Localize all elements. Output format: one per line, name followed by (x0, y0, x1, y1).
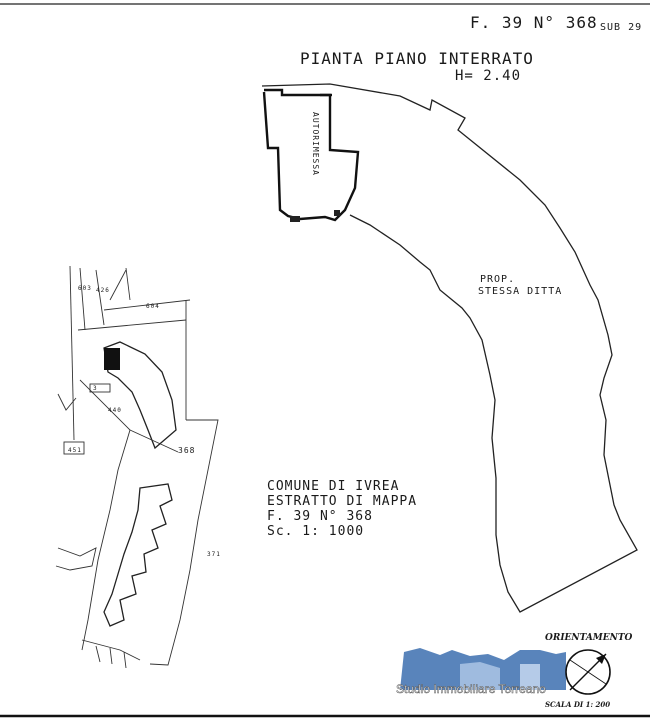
door-mark-2 (334, 210, 340, 216)
parcel-label: 426 (96, 287, 110, 294)
parcel-label: 3 (93, 385, 98, 392)
owner-label-2: STESSA DITTA (478, 286, 562, 297)
compass-icon (565, 649, 611, 695)
extract-line-4: Sc. 1: 1000 (267, 524, 364, 539)
owner-label-1: PROP. (480, 274, 515, 285)
header-reference: F. 39 N° 368 (470, 13, 598, 32)
cadastral-map (55, 265, 219, 669)
scale-label: SCALA DI 1: 200 (545, 700, 610, 709)
plan-title: PIANTA PIANO INTERRATO (300, 49, 534, 68)
header-sub: SUB 29 (600, 22, 642, 33)
property-outline (261, 83, 638, 613)
room-label: AUTORIMESSA (311, 112, 320, 176)
parcel-label: 603 (78, 285, 92, 292)
extract-line-2: ESTRATTO DI MAPPA (267, 494, 417, 509)
parcel-main-label: 368 (178, 446, 195, 455)
watermark-logo (400, 648, 566, 690)
parcel-label: 451 (68, 447, 82, 454)
garage-outline (262, 88, 360, 222)
door-mark (290, 216, 300, 222)
orientation-label: ORIENTAMENTO (545, 633, 633, 643)
parcel-small-label: 371 (207, 551, 221, 558)
highlighted-parcel (104, 348, 120, 370)
extract-line-3: F. 39 N° 368 (267, 509, 373, 524)
watermark-text: Studio Immobiliare Torreano (396, 682, 546, 696)
parcel-label: 440 (108, 407, 122, 414)
extract-line-1: COMUNE DI IVREA (267, 479, 399, 494)
plan-height: H= 2.40 (455, 68, 521, 84)
parcel-label: 604 (146, 303, 160, 310)
